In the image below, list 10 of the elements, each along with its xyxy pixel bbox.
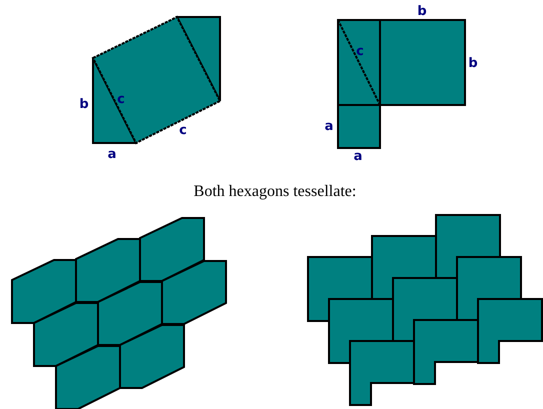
note-text: Both hexagons tessellate: <box>194 183 356 201</box>
side-length-label: b <box>468 57 478 71</box>
side-length-label: c <box>356 45 364 59</box>
side-length-label: a <box>108 148 116 162</box>
side-length-label: a <box>354 150 362 164</box>
side-length-label: c <box>179 124 187 138</box>
side-length-label: a <box>324 120 334 134</box>
side-length-label: b <box>79 98 89 112</box>
side-length-label: c <box>117 93 125 107</box>
side-length-label: b <box>417 5 427 19</box>
